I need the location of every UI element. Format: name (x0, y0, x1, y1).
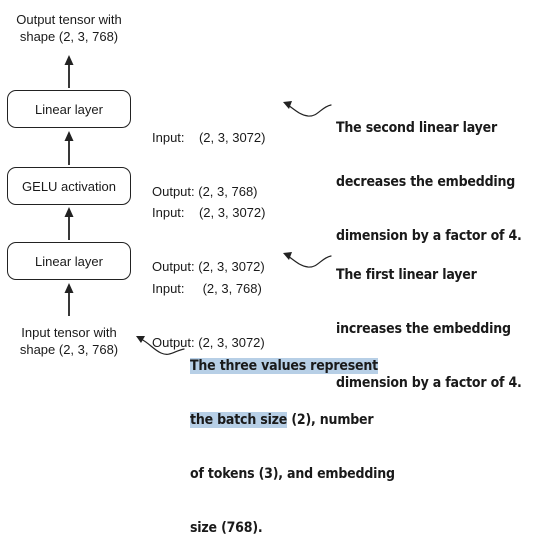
arrow-gelu-to-linear-top-head (64, 131, 74, 141)
arrow-to-output-head (64, 55, 74, 65)
input-tensor-line2: shape (2, 3, 768) (19, 342, 119, 357)
gelu-output-shape: Output: (2, 3, 3072) (152, 259, 265, 274)
arrow-input-to-linear-bottom-head (64, 283, 74, 293)
arrow-linear-bottom-to-gelu-head (64, 207, 74, 217)
linear-layer-bottom-label: Linear layer (35, 253, 103, 269)
linear-top-input-shape: Input: (2, 3, 3072) (152, 130, 266, 145)
leader-second-linear (287, 104, 332, 117)
leader-second-linear-head (283, 101, 292, 109)
linear-layer-top-box: Linear layer (7, 90, 131, 128)
linear-bottom-shapes: Input: (2, 3, 768) Output: (2, 3, 3072) (152, 244, 265, 370)
leader-three-values-head (136, 336, 145, 343)
leader-first-linear-head (283, 252, 292, 260)
three-values-note-line4: size (768). (190, 520, 263, 536)
gelu-shapes: Input: (2, 3, 3072) Output: (2, 3, 3072) (152, 168, 265, 294)
gelu-input-shape: Input: (2, 3, 3072) (152, 205, 266, 220)
second-linear-note-line3: dimension by a factor of 4. (336, 228, 522, 244)
linear-top-shapes: Input: (2, 3, 3072) Output: (2, 3, 768) (152, 93, 265, 219)
first-linear-note-line3: dimension by a factor of 4. (336, 375, 522, 391)
second-linear-note-line1: The second linear layer (336, 120, 498, 136)
linear-bottom-input-shape: Input: (2, 3, 768) (152, 281, 262, 296)
linear-top-output-shape: Output: (2, 3, 768) (152, 184, 258, 199)
linear-bottom-output-shape: Output: (2, 3, 3072) (152, 335, 265, 350)
leader-three-values (140, 338, 185, 355)
output-tensor-line1: Output tensor with (16, 12, 122, 27)
gelu-activation-box: GELU activation (7, 167, 131, 205)
input-tensor-label: Input tensor with shape (2, 3, 768) (6, 324, 132, 358)
second-linear-note: The second linear layer decreases the em… (336, 83, 522, 263)
three-values-note-line3: of tokens (3), and embedding (190, 466, 395, 482)
output-tensor-label: Output tensor with shape (2, 3, 768) (6, 11, 132, 45)
linear-layer-top-label: Linear layer (35, 101, 103, 117)
first-linear-note-line1: The first linear layer (336, 267, 477, 283)
gelu-activation-label: GELU activation (22, 178, 116, 194)
linear-layer-bottom-box: Linear layer (7, 242, 131, 280)
input-tensor-line1: Input tensor with (21, 325, 117, 340)
second-linear-note-line2: decreases the embedding (336, 174, 516, 190)
first-linear-note: The first linear layer increases the emb… (336, 230, 522, 410)
three-values-note-line1: The three values represent (190, 358, 378, 374)
leader-first-linear (287, 255, 332, 268)
output-tensor-line2: shape (2, 3, 768) (19, 29, 119, 44)
diagram-connectors (64, 55, 332, 355)
first-linear-note-line2: increases the embedding (336, 321, 511, 337)
